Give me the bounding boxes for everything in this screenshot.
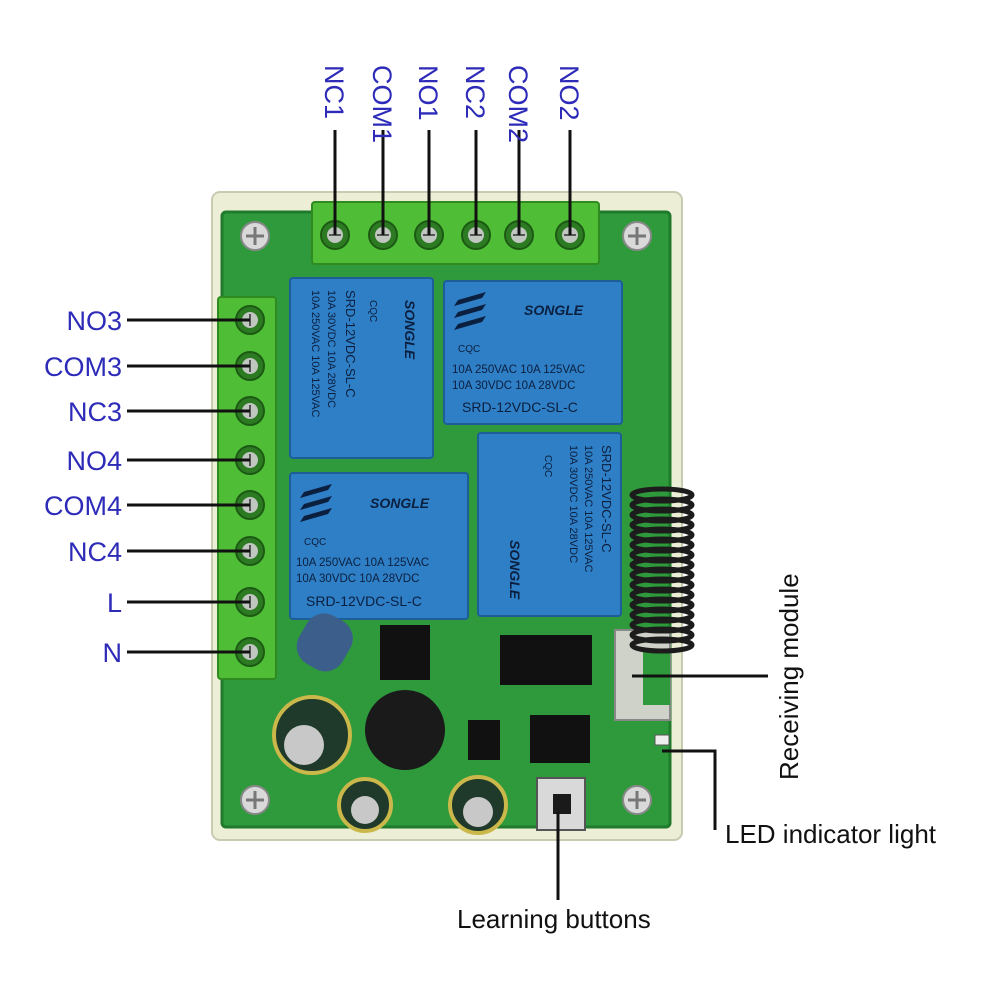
relay-3-cert: CQC [304,537,326,548]
relay-4-brand: SONGLE [507,540,523,600]
relay-3-rating-1: 10A 250VAC 10A 125VAC [296,557,429,569]
left-terminal-block [217,296,277,680]
relay-2-brand: SONGLE [524,302,584,318]
relay-2-model: SRD-12VDC-SL-C [462,399,578,415]
screw-icon [240,221,270,251]
inductor [365,690,445,770]
relay-1-rating-2: 10A 30VDC 10A 28VDC [325,290,337,408]
relay-3-brand: SONGLE [370,495,430,511]
screw-icon [622,221,652,251]
relay-4-model: SRD-12VDC-SL-C [599,445,614,553]
receiving-module-label: Receiving module [774,573,804,780]
top-terminal-label: COM2 [503,65,533,143]
capacitor-icon [272,695,352,775]
top-terminal-label: NO2 [554,65,584,121]
relay-1: SONGLE 10A 250VAC 10A 125VAC 10A 30VDC 1… [289,277,434,459]
left-terminal-label: N [103,638,123,668]
learning-buttons-label: Learning buttons [457,904,651,934]
top-terminal-label: NO1 [413,65,443,121]
led-indicator [654,734,670,746]
screw-icon [240,785,270,815]
screw-icon [622,785,652,815]
relay-3-model: SRD-12VDC-SL-C [306,593,422,609]
left-terminal-label: NO3 [66,306,122,336]
relay-1-rating-1: 10A 250VAC 10A 125VAC [309,290,321,417]
transistor [468,720,500,760]
relay-4-cert: CQC [542,455,553,477]
left-terminal-label: NO4 [66,446,122,476]
led-indicator-label: LED indicator light [725,819,937,849]
capacitor-icon [337,777,393,833]
ic-chip [500,635,592,685]
relay-3: SONGLE CQC 10A 250VAC 10A 125VAC 10A 30V… [289,472,469,620]
relay-1-model: SRD-12VDC-SL-C [343,290,358,398]
relay-1-cert: CQC [367,300,378,322]
relay-4-rating-1: 10A 250VAC 10A 125VAC [582,445,594,572]
relay-2-cert: CQC [458,344,480,355]
diode [296,613,353,672]
top-terminal-label: NC2 [460,65,490,119]
relay-3-rating-2: 10A 30VDC 10A 28VDC [296,573,419,585]
relay-2: SONGLE CQC 10A 250VAC 10A 125VAC 10A 30V… [443,280,623,425]
ic-chip [530,715,590,763]
top-terminal-label: COM1 [367,65,397,143]
antenna-coil-icon [629,486,695,654]
push-button-icon[interactable] [536,777,586,831]
ic-chip [380,625,430,680]
left-terminal-label: COM3 [44,352,122,382]
relay-1-brand: SONGLE [402,300,418,360]
left-terminal-label: L [107,588,122,618]
relay-2-rating-1: 10A 250VAC 10A 125VAC [452,364,585,376]
relay-4-rating-2: 10A 30VDC 10A 28VDC [567,445,579,563]
left-terminal-label: COM4 [44,491,122,521]
relay-4: SONGLE 10A 250VAC 10A 125VAC 10A 30VDC 1… [477,432,622,617]
left-terminal-label: NC4 [68,537,122,567]
led-callout-line [662,749,717,830]
top-terminal-label: NC1 [319,65,349,119]
capacitor-icon [448,775,508,835]
left-terminal-label: NC3 [68,397,122,427]
relay-2-rating-2: 10A 30VDC 10A 28VDC [452,380,575,392]
